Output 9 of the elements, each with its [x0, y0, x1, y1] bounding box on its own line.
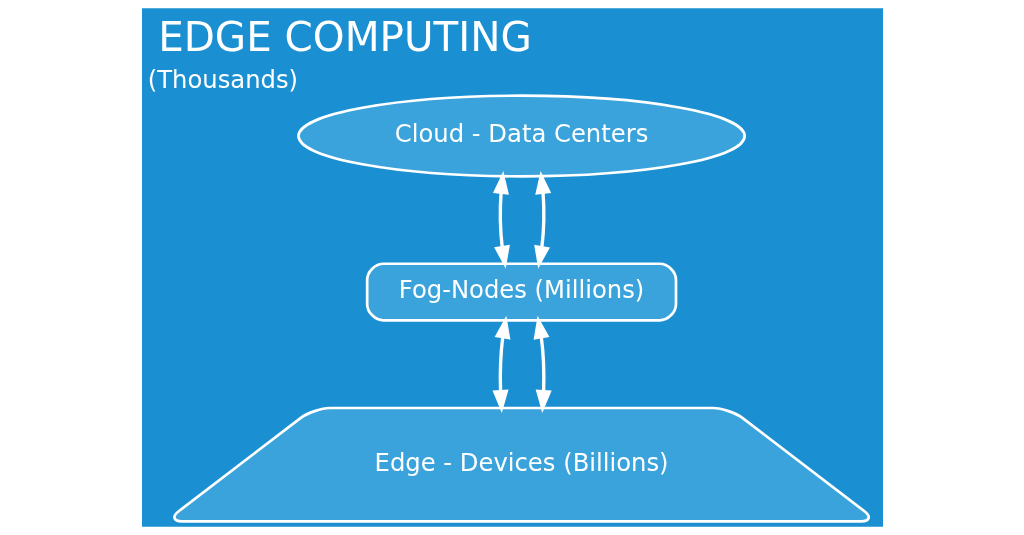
arrow	[533, 315, 552, 414]
node-ellipse: Edge - Devices (Billions)	[172, 406, 870, 523]
arrow	[492, 171, 510, 269]
node-box: Fog-Nodes (Millions)	[365, 262, 677, 322]
diagram-title: EDGE COMPUTING	[157, 13, 532, 62]
node-label: (Thousands)	[147, 65, 298, 95]
arrow	[533, 170, 551, 269]
arrow	[491, 315, 510, 414]
node-ellipse: Cloud - Data Centers	[296, 94, 746, 178]
